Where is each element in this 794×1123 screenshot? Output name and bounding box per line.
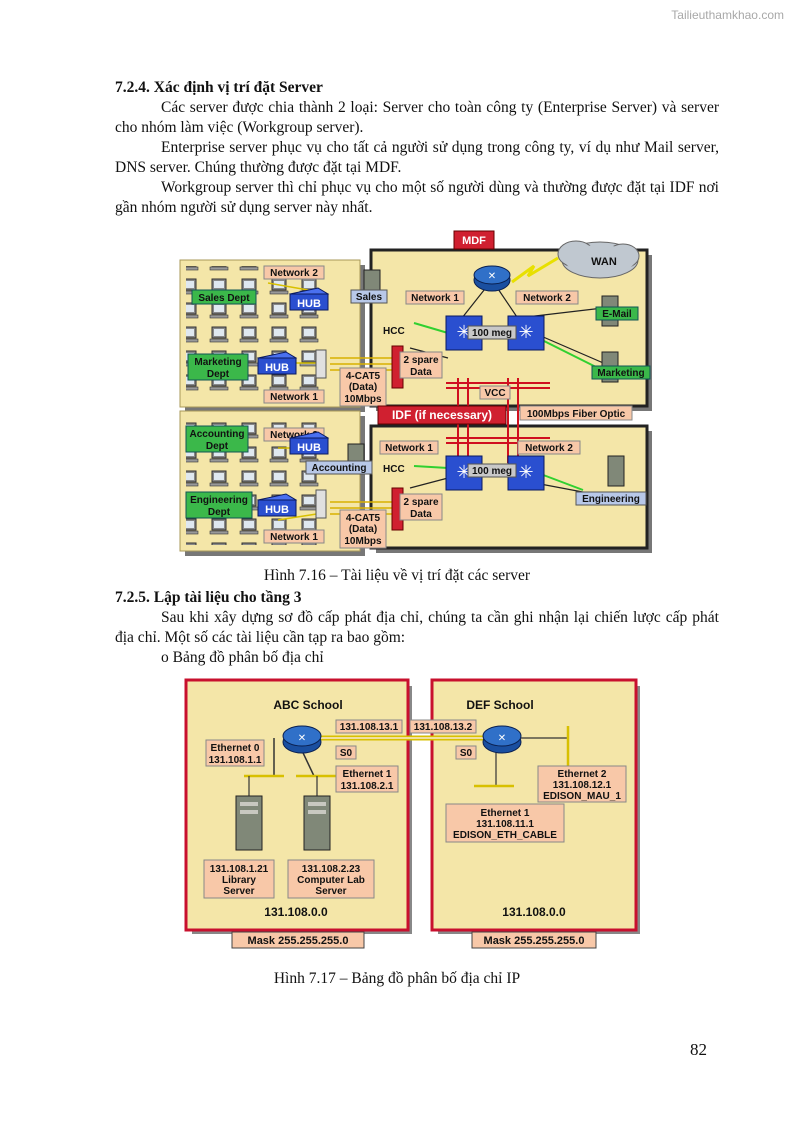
svg-text:Network 1: Network 1 [270,392,318,403]
svg-text:(Data): (Data) [349,524,377,535]
hub-icon: HUB [256,351,298,375]
svg-text:Network 2: Network 2 [523,293,571,304]
wan-cloud: WAN [557,240,640,279]
svg-text:✳: ✳ [518,322,533,342]
svg-text:EDISON_ETH_CABLE: EDISON_ETH_CABLE [453,830,557,841]
svg-text:4-CAT5: 4-CAT5 [346,513,381,524]
section-heading: 7.2.5. Lập tài liệu cho tầng 3 [115,589,302,606]
svg-text:Ethernet 1: Ethernet 1 [481,808,530,819]
svg-text:131.108.1.1: 131.108.1.1 [209,755,262,766]
svg-text:10Mbps: 10Mbps [344,394,382,405]
svg-text:10Mbps: 10Mbps [344,536,382,547]
svg-text:Server: Server [315,886,346,897]
svg-text:S0: S0 [460,748,473,759]
svg-text:Library: Library [222,875,256,886]
svg-text:Server: Server [223,886,254,897]
svg-text:Engineering: Engineering [190,495,248,506]
svg-text:VCC: VCC [484,388,505,399]
def-mask: Mask 255.255.255.0 [484,935,585,947]
svg-text:Dept: Dept [207,369,230,380]
svg-text:HUB: HUB [265,504,289,516]
svg-text:HCC: HCC [383,464,405,475]
svg-text:131.108.1.21: 131.108.1.21 [210,864,269,875]
watermark: Tailieuthamkhao.com [671,8,784,22]
svg-text:Ethernet 2: Ethernet 2 [558,769,607,780]
section-heading: 7.2.4. Xác định vị trí đặt Server [115,79,323,96]
svg-text:S0: S0 [340,748,353,759]
svg-text:Sales Dept: Sales Dept [198,293,250,304]
svg-text:HUB: HUB [297,442,321,454]
paragraph: Enterprise server phục vụ cho tất cả ngư… [115,139,719,176]
svg-text:Marketing: Marketing [194,357,241,368]
paragraph: Sau khi xây dựng sơ đồ cấp phát địa chỉ,… [115,609,719,646]
svg-text:✕: ✕ [488,271,496,282]
svg-text:Network 2: Network 2 [270,268,318,279]
figure-caption: Hình 7.17 – Bảng đồ phân bố địa chỉ IP [273,970,521,987]
svg-text:Ethernet 0: Ethernet 0 [211,743,260,754]
svg-text:Accounting: Accounting [312,463,367,474]
hub-icon: HUB [288,287,330,311]
svg-text:131.108.11.1: 131.108.11.1 [476,819,534,830]
section-725: 7.2.5. Lập tài liệu cho tầng 3 Sau khi x… [115,588,719,668]
svg-text:✕: ✕ [498,733,506,744]
router-icon: ✕ [482,725,522,754]
svg-text:Dept: Dept [206,441,229,452]
hub-icon: HUB [288,431,330,455]
router-icon: ✕ [282,725,322,754]
svg-text:Network 1: Network 1 [385,443,433,454]
svg-text:✕: ✕ [298,733,306,744]
svg-text:Marketing: Marketing [597,368,644,379]
svg-text:Engineering: Engineering [582,494,640,505]
svg-text:Sales: Sales [356,292,383,303]
svg-text:4-CAT5: 4-CAT5 [346,371,381,382]
abc-mask: Mask 255.255.255.0 [248,935,349,947]
svg-text:Network 2: Network 2 [270,430,318,441]
svg-text:131.108.0.0: 131.108.0.0 [264,905,328,919]
svg-text:Data: Data [410,509,432,520]
svg-text:131.108.13.2: 131.108.13.2 [414,722,473,733]
svg-text:131.108.2.23: 131.108.2.23 [302,864,361,875]
svg-text:131.108.2.1: 131.108.2.1 [341,781,394,792]
svg-text:Accounting: Accounting [190,429,245,440]
svg-text:Network 1: Network 1 [411,293,459,304]
svg-text:2 spare: 2 spare [403,497,438,508]
svg-text:Data: Data [410,367,432,378]
svg-text:Computer Lab: Computer Lab [297,875,365,886]
paragraph: Các server được chia thành 2 loại: Serve… [115,99,719,136]
svg-text:Network 1: Network 1 [270,532,318,543]
idf-label: IDF (if necessary) [392,408,492,422]
svg-text:E-Mail: E-Mail [602,309,632,320]
svg-text:131.108.12.1: 131.108.12.1 [553,780,612,791]
svg-text:EDISON_MAU_1: EDISON_MAU_1 [543,791,621,802]
section-724: 7.2.4. Xác định vị trí đặt Server Các se… [115,78,719,218]
server-icon [235,795,331,851]
svg-text:100Mbps Fiber Optic: 100Mbps Fiber Optic [527,409,626,420]
router-icon: ✕ [473,265,511,292]
svg-text:Network 2: Network 2 [525,443,573,454]
svg-text:✳: ✳ [518,462,533,482]
def-title: DEF School [466,698,533,712]
svg-text:100 meg: 100 meg [472,328,512,339]
svg-text:Dept: Dept [208,507,231,518]
svg-text:(Data): (Data) [349,382,377,393]
page-number: 82 [690,1040,707,1059]
svg-text:100 meg: 100 meg [472,466,512,477]
svg-text:HCC: HCC [383,326,405,337]
svg-text:131.108.0.0: 131.108.0.0 [502,905,566,919]
svg-text:131.108.13.1: 131.108.13.1 [340,722,399,733]
figure-server-placement: MDF WAN [179,230,652,556]
mdf-label: MDF [462,235,486,247]
figure-ip-map: ABC School DEF School ✕ ✕ 131.108.13.1 1… [184,678,640,949]
svg-text:HUB: HUB [297,298,321,310]
svg-text:WAN: WAN [591,256,617,268]
figure-caption: Hình 7.16 – Tài liệu về vị trí đặt các s… [263,567,531,584]
bullet-item: o Bảng đồ phân bố địa chỉ [161,649,324,666]
hub-icon: HUB [256,493,298,517]
paragraph: Workgroup server thì chỉ phục vụ cho một… [115,179,719,216]
svg-text:Ethernet 1: Ethernet 1 [343,769,392,780]
abc-title: ABC School [273,698,342,712]
svg-text:2 spare: 2 spare [403,355,438,366]
svg-text:HUB: HUB [265,362,289,374]
